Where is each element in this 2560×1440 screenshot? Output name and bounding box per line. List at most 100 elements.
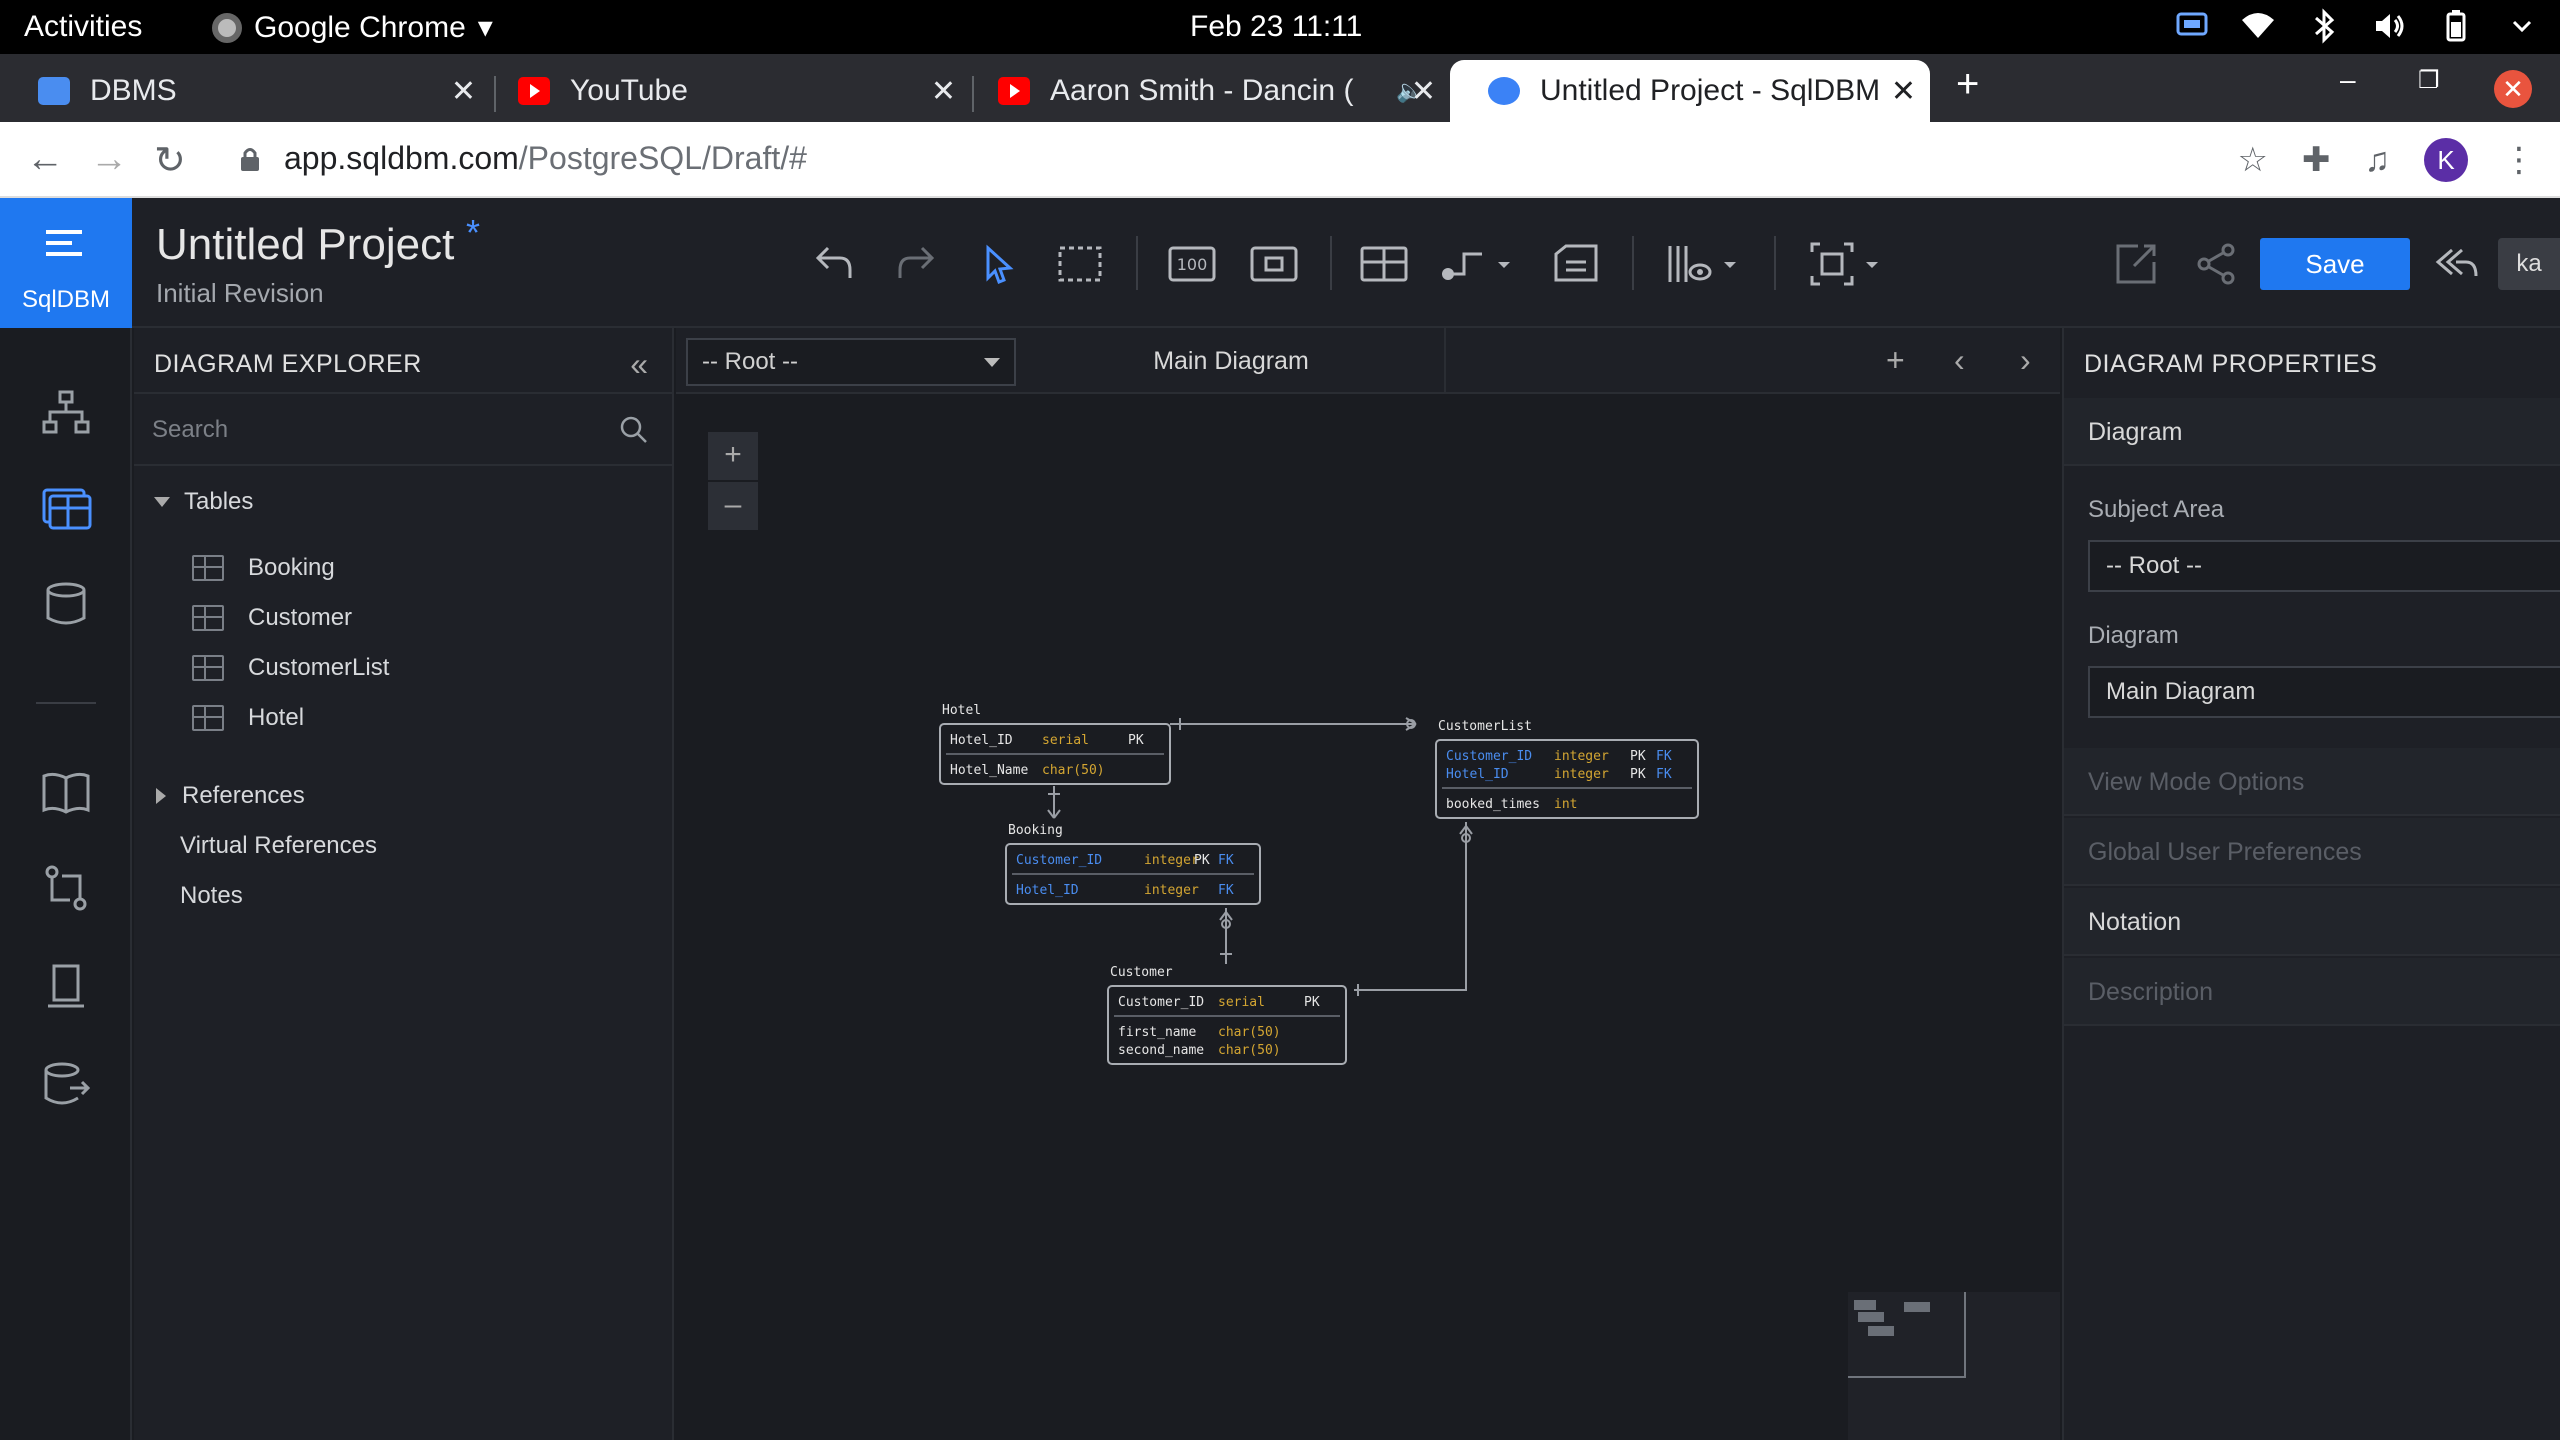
- marquee-select-icon[interactable]: [1052, 236, 1108, 292]
- reload-icon[interactable]: ↻: [154, 140, 186, 182]
- project-title[interactable]: Untitled Project: [156, 220, 455, 269]
- close-window-icon[interactable]: ✕: [2494, 70, 2532, 108]
- documentation-book-icon[interactable]: [40, 766, 92, 818]
- tab-main-diagram[interactable]: Main Diagram: [1018, 328, 1446, 394]
- er-table-box[interactable]: [1005, 843, 1261, 905]
- lock-icon[interactable]: [240, 146, 260, 172]
- tab-sqldbm[interactable]: Untitled Project - SqlDBM ✕: [1450, 60, 1930, 122]
- tree-item-booking[interactable]: Booking: [192, 554, 335, 582]
- tab-close-icon[interactable]: ✕: [450, 75, 476, 108]
- tree-label: Hotel: [248, 704, 305, 731]
- database-icon[interactable]: [40, 578, 92, 630]
- chevron-down-icon: ▾: [477, 11, 493, 44]
- extensions-icon[interactable]: ✚: [2302, 141, 2331, 179]
- clock[interactable]: Feb 23 11:11: [1190, 10, 1363, 43]
- tab-dbms[interactable]: DBMS ✕: [0, 60, 490, 122]
- zoom-out-button[interactable]: –: [708, 482, 758, 530]
- notes-clipboard-icon[interactable]: [40, 960, 92, 1012]
- diagram-explorer-icon[interactable]: [40, 482, 92, 534]
- tree-node-references[interactable]: References: [156, 782, 305, 810]
- search-icon[interactable]: [618, 414, 650, 446]
- profile-avatar[interactable]: K: [2424, 138, 2468, 182]
- user-chip[interactable]: ka: [2498, 238, 2560, 290]
- system-tray[interactable]: [2174, 8, 2540, 44]
- er-column-fk: FK: [1656, 749, 1672, 764]
- new-tab-button[interactable]: +: [1956, 62, 1980, 106]
- tree-node-tables[interactable]: Tables: [154, 488, 253, 516]
- restore-window-icon[interactable]: ❐: [2418, 67, 2440, 94]
- browser-toolbar: ← → ↻ app.sqldbm.com/PostgreSQL/Draft/# …: [0, 122, 2560, 198]
- reply-all-icon[interactable]: [2428, 236, 2484, 292]
- er-column-key: PK: [1304, 995, 1320, 1010]
- activities-button[interactable]: Activities: [24, 10, 143, 43]
- tab-close-icon[interactable]: ✕: [1890, 75, 1916, 108]
- hierarchy-icon[interactable]: [40, 386, 92, 438]
- redo-icon[interactable]: [888, 236, 944, 292]
- tree-item-hotel[interactable]: Hotel: [192, 704, 304, 732]
- fit-to-screen-icon[interactable]: [1246, 236, 1302, 292]
- app-menu[interactable]: Google Chrome ▾: [212, 10, 493, 45]
- minimap[interactable]: [1848, 1292, 2060, 1440]
- section-global-user-preferences[interactable]: Global User Preferences: [2064, 818, 2560, 886]
- save-button[interactable]: Save: [2260, 238, 2410, 290]
- minimize-window-icon[interactable]: –: [2340, 64, 2356, 95]
- share-icon[interactable]: [2188, 236, 2244, 292]
- tab-youtube-video[interactable]: Aaron Smith - Dancin ( 🔈 ✕: [960, 60, 1450, 122]
- minimap-block: [1858, 1312, 1884, 1322]
- minimap-viewport[interactable]: [1848, 1292, 1966, 1378]
- collapse-panel-icon[interactable]: «: [630, 346, 648, 382]
- undo-icon[interactable]: [806, 236, 862, 292]
- diagram-name-field[interactable]: Main Diagram: [2088, 666, 2560, 718]
- toolbar-separator: [1632, 236, 1634, 290]
- section-notation[interactable]: Notation: [2064, 888, 2560, 956]
- section-diagram[interactable]: Diagram: [2064, 398, 2560, 466]
- zoom-in-button[interactable]: +: [708, 432, 758, 480]
- caret-right-icon: [156, 788, 166, 804]
- tree-item-customerlist[interactable]: CustomerList: [192, 654, 389, 682]
- relationship-customerlist-customer[interactable]: [1354, 822, 1467, 991]
- search-input[interactable]: [152, 412, 592, 448]
- section-view-mode-options[interactable]: View Mode Options: [2064, 748, 2560, 816]
- database-export-icon[interactable]: [40, 1058, 92, 1110]
- zoom-100-icon[interactable]: 100: [1164, 236, 1220, 292]
- tree-node-notes[interactable]: Notes: [180, 882, 243, 910]
- next-diagram-button[interactable]: ›: [2020, 342, 2031, 378]
- add-diagram-button[interactable]: +: [1886, 342, 1905, 378]
- add-note-icon[interactable]: [1548, 236, 1604, 292]
- open-external-icon[interactable]: [2108, 236, 2164, 292]
- forward-icon[interactable]: →: [90, 138, 128, 180]
- back-icon[interactable]: ←: [26, 138, 64, 180]
- tab-close-icon[interactable]: ✕: [930, 75, 956, 108]
- er-table-box[interactable]: [1107, 985, 1347, 1065]
- subject-area-field[interactable]: -- Root --: [2088, 540, 2560, 592]
- tree-item-customer[interactable]: Customer: [192, 604, 352, 632]
- er-table-box[interactable]: [1435, 739, 1699, 819]
- er-column-name: Hotel_ID: [1446, 767, 1509, 782]
- tab-close-icon[interactable]: ✕: [1410, 75, 1436, 108]
- tab-separator: [972, 76, 974, 112]
- left-navigation-rail: [0, 328, 132, 1440]
- add-table-icon[interactable]: [1356, 236, 1412, 292]
- section-description[interactable]: Description: [2064, 958, 2560, 1026]
- audio-playing-icon[interactable]: 🔈: [1396, 78, 1424, 103]
- bookmark-star-icon[interactable]: ☆: [2237, 141, 2268, 179]
- sqldbm-logo[interactable]: SqlDBM: [0, 198, 132, 328]
- tree-node-virtual-references[interactable]: Virtual References: [180, 832, 377, 860]
- view-options-icon[interactable]: [1662, 236, 1742, 292]
- kebab-menu-icon[interactable]: ⋮: [2502, 141, 2536, 179]
- auto-layout-icon[interactable]: [1804, 236, 1884, 292]
- tab-youtube[interactable]: YouTube ✕: [480, 60, 970, 122]
- add-relationship-icon[interactable]: [1436, 236, 1516, 292]
- address-input[interactable]: app.sqldbm.com/PostgreSQL/Draft/#: [284, 140, 807, 177]
- prev-diagram-button[interactable]: ‹: [1954, 342, 1965, 378]
- compare-revisions-icon[interactable]: [40, 862, 92, 914]
- media-control-icon[interactable]: ♫: [2364, 140, 2391, 179]
- er-table-box[interactable]: [939, 723, 1171, 785]
- subject-area-select[interactable]: -- Root --: [686, 338, 1016, 386]
- pointer-select-icon[interactable]: [970, 236, 1026, 292]
